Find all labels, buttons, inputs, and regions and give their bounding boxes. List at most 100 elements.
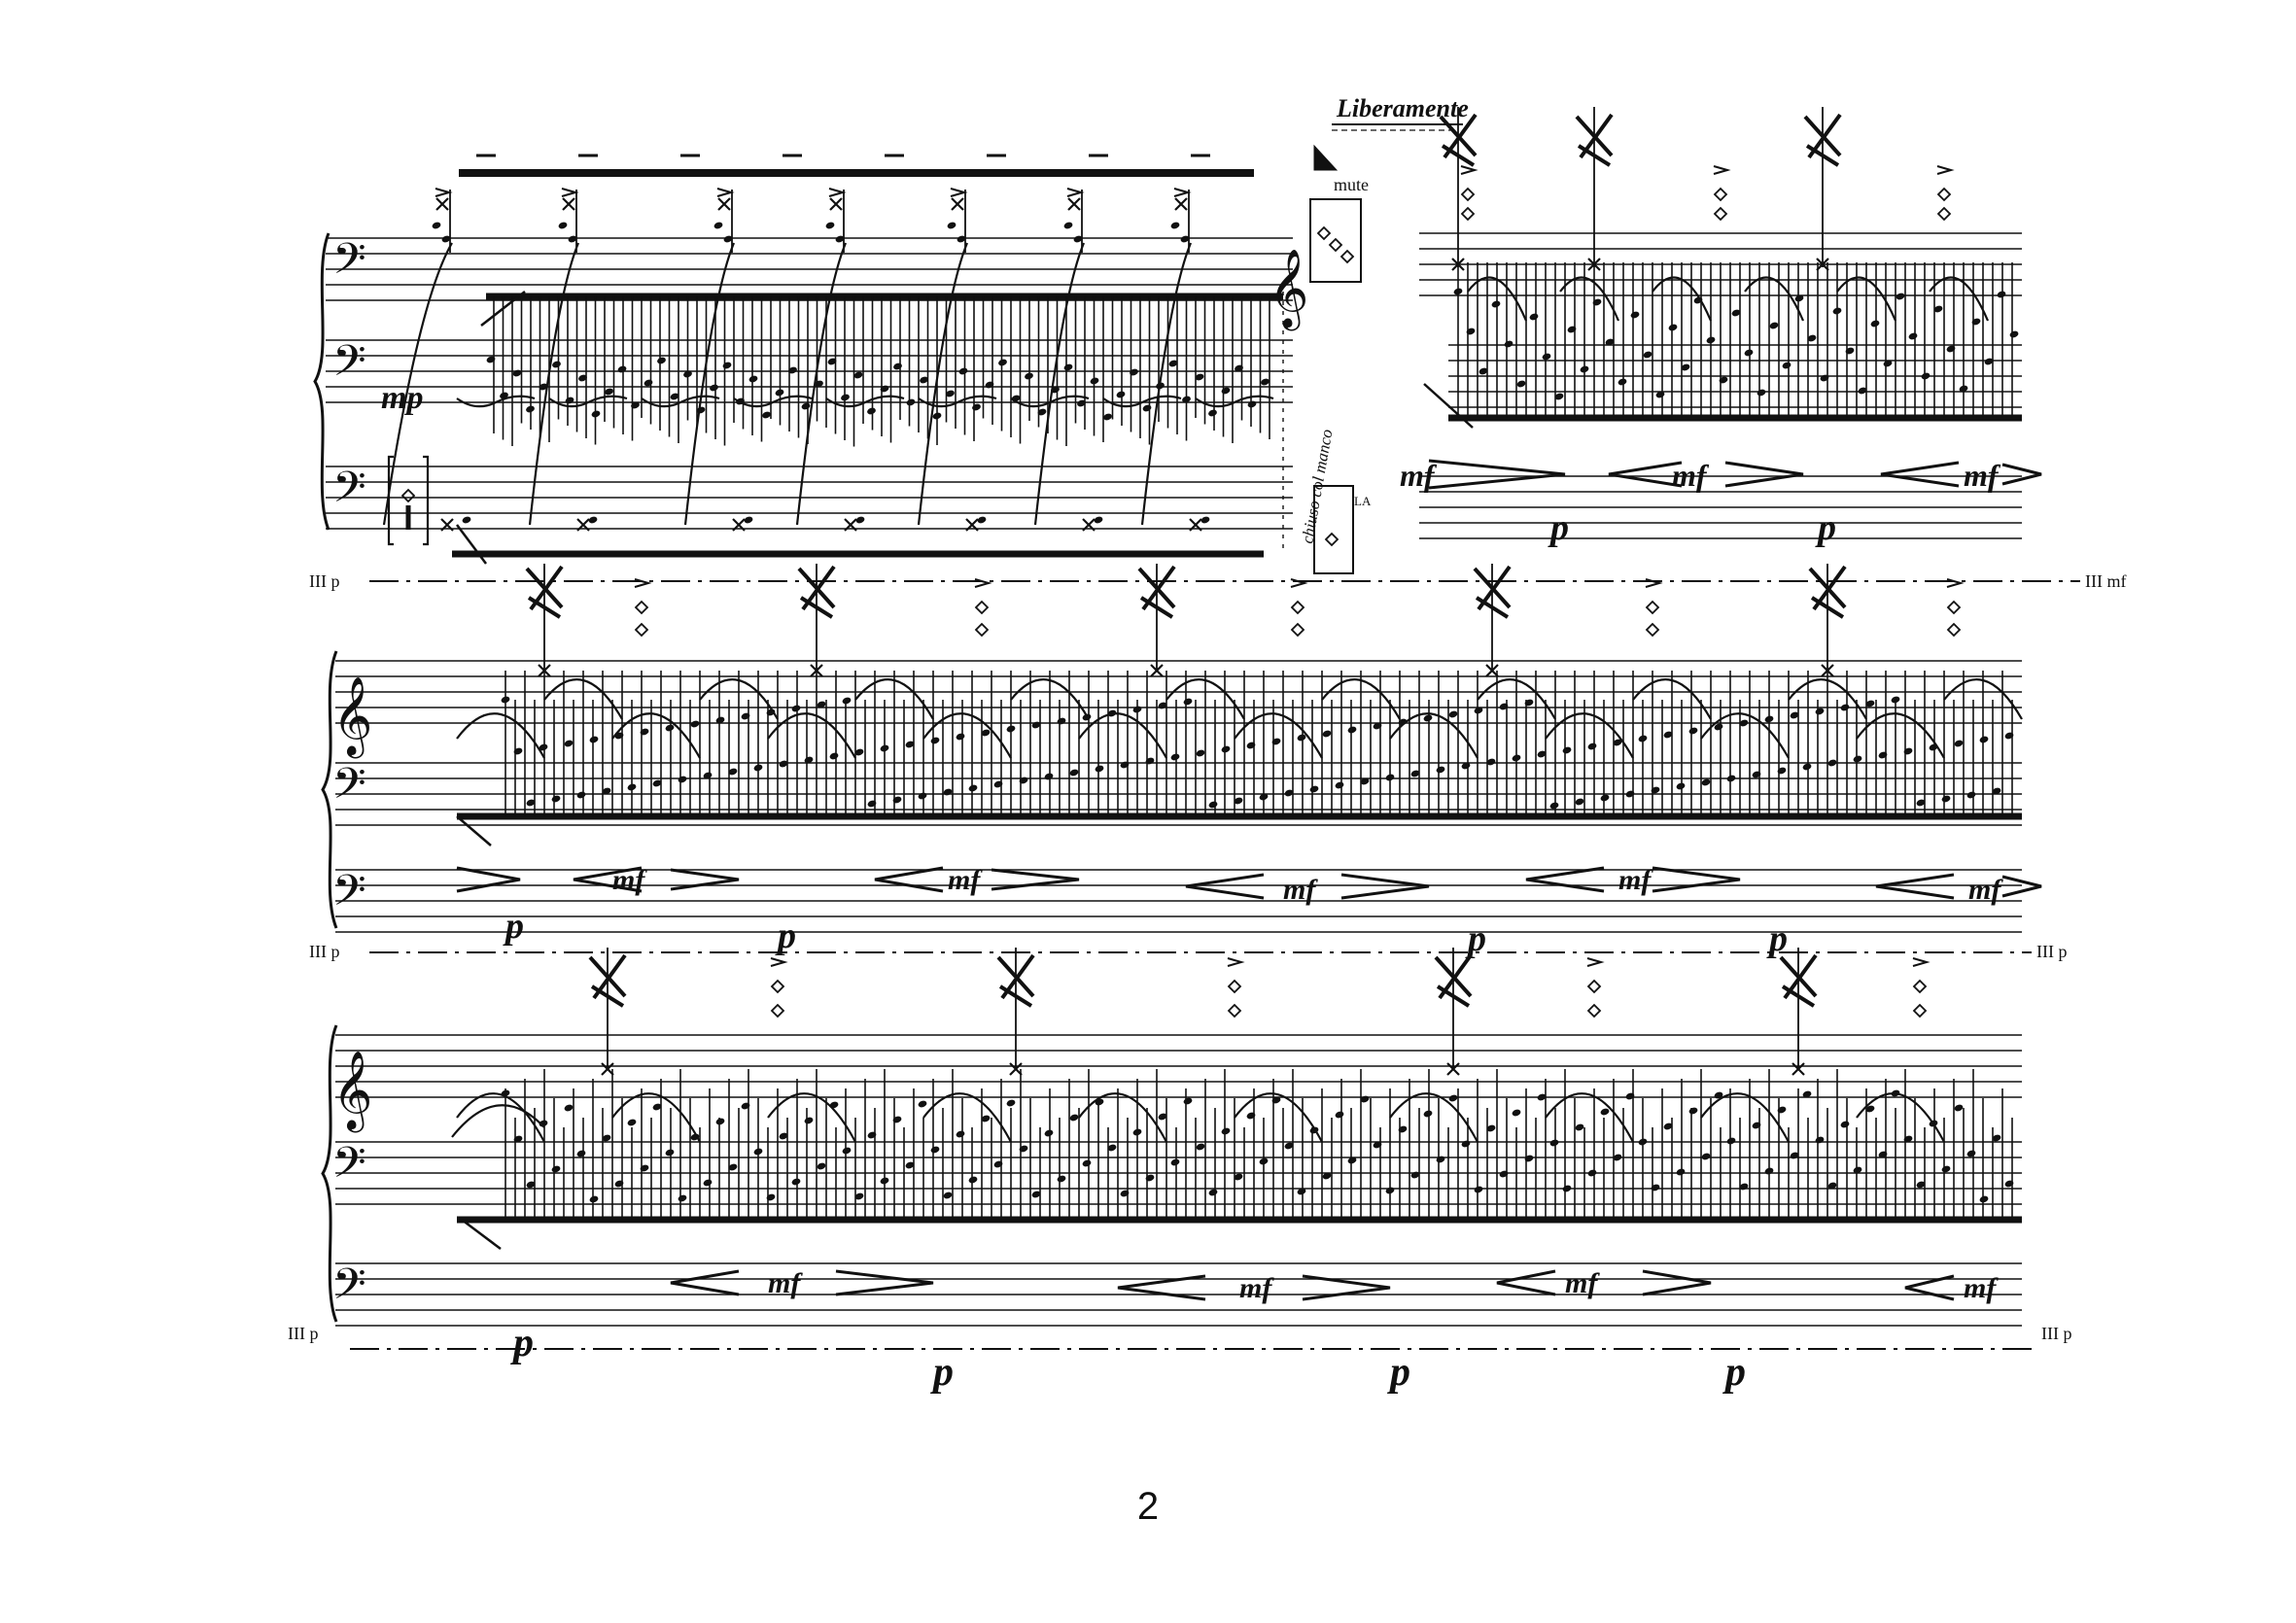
s2-bigx — [797, 565, 836, 619]
s1-squiggle — [825, 395, 905, 408]
s3-bigx — [996, 953, 1035, 1008]
s2-cresc-c — [1185, 873, 1265, 900]
s1r-note — [1478, 367, 1488, 375]
s3-note — [1196, 1143, 1205, 1151]
s1r-note — [1921, 372, 1931, 380]
s1-mid-note — [526, 405, 535, 413]
dynamic-p-s2a: p — [503, 906, 524, 947]
s2-note — [1499, 703, 1509, 710]
s1-mid-note — [958, 367, 968, 375]
s3-slur — [1078, 1092, 1167, 1143]
s3-note — [1234, 1173, 1243, 1181]
s1-mid-note — [539, 383, 548, 391]
s2-note — [829, 752, 839, 760]
s2-note — [1360, 777, 1370, 785]
s2-note — [1941, 795, 1951, 803]
s3-brace — [321, 1024, 338, 1323]
s2-note — [1448, 710, 1458, 718]
s3-note — [1714, 1091, 1723, 1099]
s1-mid-note — [1235, 364, 1243, 372]
dynamic-p-s3c: p — [1387, 1350, 1410, 1395]
s3-note — [1916, 1181, 1926, 1189]
s2-note — [1537, 750, 1547, 758]
s1-mute-box — [1309, 198, 1362, 283]
s3-note — [1246, 1112, 1256, 1120]
s2-note — [753, 764, 763, 772]
s3-note — [791, 1178, 801, 1186]
s1-note — [432, 222, 441, 229]
s1r-diamond — [1460, 206, 1476, 222]
s1-mid-note — [670, 393, 679, 400]
s1-mid-note — [801, 402, 811, 410]
s2-note — [501, 696, 510, 704]
s1-mid-note — [1168, 360, 1178, 367]
s2-note — [791, 705, 801, 712]
s2-note — [854, 748, 864, 756]
s1r-cresc-2 — [1880, 461, 1960, 488]
s3-note — [1259, 1157, 1269, 1165]
s3-note — [1107, 1144, 1117, 1152]
bracket-3p-3r: III p — [2041, 1324, 2071, 1343]
s2-note — [867, 800, 877, 808]
s2-accent — [634, 578, 652, 588]
s1r-accent — [1713, 165, 1731, 175]
s3-diamond — [1912, 1003, 1928, 1019]
s1-mid-note — [920, 376, 928, 384]
s1r-note — [1794, 294, 1804, 302]
s1-chiuso-box — [1313, 485, 1354, 574]
s3-note — [1271, 1096, 1281, 1104]
s1-bracket-right — [423, 455, 430, 546]
s1-clef-bot: 𝄢 — [332, 462, 366, 523]
s1-mid-note — [486, 356, 496, 363]
s2-note — [551, 795, 561, 803]
s1r-note — [1706, 336, 1716, 344]
s3-slur — [1545, 1092, 1634, 1143]
s2-diamond — [1290, 600, 1305, 615]
s2-note — [892, 796, 902, 804]
s2-note — [1486, 758, 1496, 766]
s1-low-note — [744, 516, 753, 524]
s1-note — [1180, 235, 1190, 243]
s1-xhead — [951, 197, 964, 211]
s2-bigx — [525, 565, 564, 619]
s2-note — [678, 776, 687, 783]
s1-mid-note — [906, 398, 916, 406]
s2-note — [1739, 719, 1749, 727]
s1r-xhead — [1451, 258, 1465, 271]
dynamic-mf-c: mf — [1964, 458, 2001, 493]
s1-clef-mid: 𝄢 — [332, 335, 366, 397]
s2-accent — [1645, 578, 1663, 588]
s1-low-xhead — [844, 518, 857, 532]
s1-mid-note — [591, 410, 601, 418]
s2-note — [779, 760, 788, 768]
s3-note — [1663, 1122, 1673, 1130]
s1r-note — [1618, 378, 1627, 386]
s3-note — [1297, 1188, 1306, 1195]
s3-note — [1676, 1168, 1686, 1176]
s3-accent — [1586, 957, 1605, 967]
s1-treble-clef-insert: 𝄞 — [1269, 248, 1308, 330]
s3-slur — [611, 1092, 701, 1143]
s3-note — [1865, 1105, 1875, 1113]
s2-note — [1309, 785, 1319, 793]
s1-long-arc — [683, 242, 736, 526]
s1-xhead — [717, 197, 731, 211]
s2-diamond — [634, 600, 649, 615]
s2-note — [602, 787, 611, 795]
s2-note — [1752, 771, 1761, 778]
s3-note — [1019, 1145, 1028, 1153]
s1r-note — [1807, 334, 1817, 342]
s2-note — [880, 744, 889, 752]
s3-note — [1360, 1095, 1370, 1103]
s3-note — [564, 1104, 574, 1112]
dynamic-mf-s2b: mf — [948, 864, 983, 896]
s1-mid-note — [815, 380, 823, 388]
s1-low-note — [977, 516, 987, 524]
s2-note — [564, 740, 574, 747]
s1-mid-note — [853, 371, 863, 379]
s3-note — [741, 1102, 750, 1110]
s1-note — [1073, 235, 1083, 243]
s1-accent — [1066, 188, 1085, 197]
s3-cresc-d — [1904, 1274, 1955, 1301]
s1r-note — [1971, 318, 1981, 326]
